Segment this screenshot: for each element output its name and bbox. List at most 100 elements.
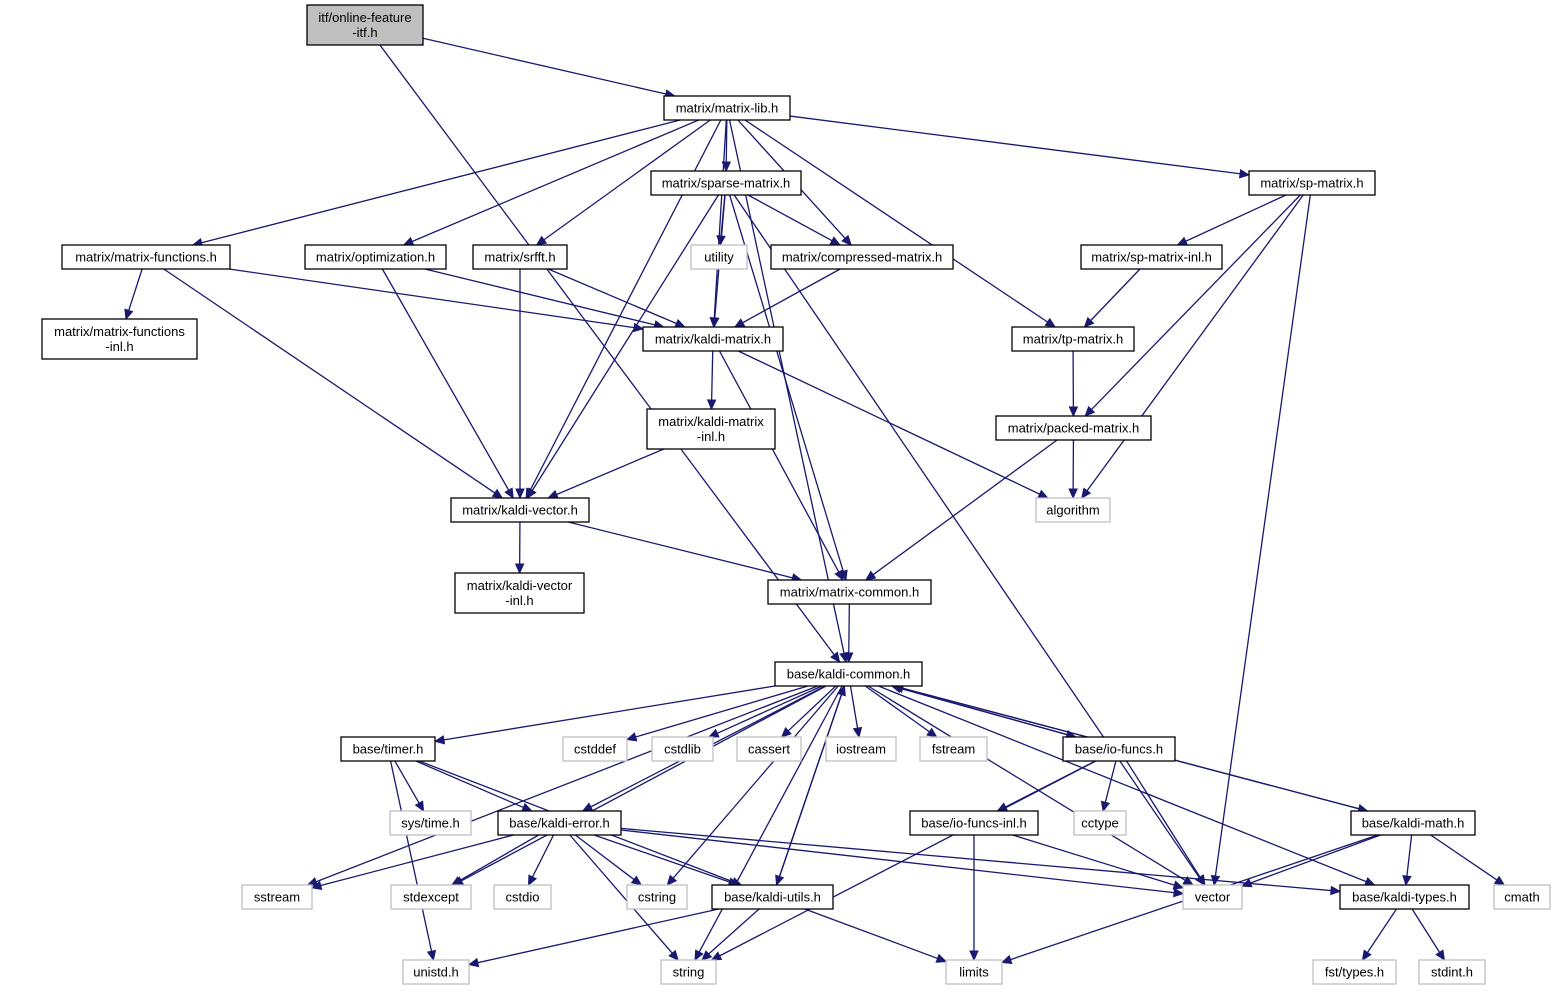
node-kaldi-utils[interactable]: base/kaldi-utils.h [711,884,834,910]
node-kaldi-error[interactable]: base/kaldi-error.h [497,810,622,836]
edge-sparse_matrix-to-kaldi_vector [526,194,719,500]
edge-timer-to-unistd [389,760,437,962]
node-box [389,810,472,836]
node-matrix-lib[interactable]: matrix/matrix-lib.h [663,95,791,121]
edge-arrowhead [1435,949,1446,962]
edge-arrowhead [1493,875,1506,886]
edge-sparse_matrix-to-vector [733,194,1206,887]
node-kaldi-vector[interactable]: matrix/kaldi-vector.h [450,497,590,523]
node-label: cstring [638,890,676,905]
edge-line [569,834,673,954]
node-label: cassert [748,742,790,757]
edge-kaldi_error-to-sstream [310,834,514,891]
edge-line [128,268,143,311]
node-packed-matrix[interactable]: matrix/packed-matrix.h [995,415,1152,441]
edge-arrowhead [1044,317,1057,328]
edge-line [1086,194,1304,492]
edge-arrowhead [707,728,720,738]
node-box [340,736,436,762]
node-box [1339,884,1470,910]
node-label: matrix/packed-matrix.h [1008,421,1139,436]
node-box [1418,959,1486,985]
edge-arrowhead [467,957,480,968]
node-kaldi-matrix-inl[interactable]: matrix/kaldi-matrix-inl.h [646,408,776,450]
node-label: matrix/kaldi-vector [467,578,573,593]
node-label: fstream [932,742,975,757]
node-kaldi-math[interactable]: base/kaldi-math.h [1350,810,1476,836]
node-box [472,244,568,270]
node-label: matrix/matrix-lib.h [676,101,779,116]
node-online-feature-itf[interactable]: itf/online-feature-itf.h [306,4,424,46]
edge-arrowhead [1068,406,1079,418]
edge-io_funcs-to-vector [1126,760,1206,887]
node-matrix-functions-inl[interactable]: matrix/matrix-functions-inl.h [41,318,198,360]
node-io-funcs[interactable]: base/io-funcs.h [1062,736,1176,762]
edge-arrowhead [666,874,678,886]
edge-kaldi_common-to-vector [867,685,1194,886]
edge-line [672,685,839,879]
node-utility: utility [690,244,748,270]
edge-arrowhead [706,399,717,411]
edge-line [461,685,827,882]
edge-kaldi_common-to-fstream [864,685,938,738]
node-matrix-common[interactable]: matrix/matrix-common.h [767,579,932,605]
edge-arrowhead [721,161,732,173]
edge-kaldi_vector-to-kaldi_vector_inl [514,521,525,575]
edge-kaldi_common-to-kaldi_types [878,685,1376,886]
edge-line [713,119,727,319]
node-sys-time: sys/time.h [389,810,472,836]
edge-line [459,834,539,882]
edge-arrowhead [1000,954,1013,964]
node-box [736,736,802,762]
edge-arrowhead [535,235,548,246]
node-limits: limits [945,959,1003,985]
edge-arrowhead [926,727,938,738]
node-algorithm: algorithm [1035,497,1111,523]
edge-line [744,119,1048,323]
node-unistd: unistd.h [402,959,470,985]
edge-line [719,760,1097,957]
node-matrix-functions[interactable]: matrix/matrix-functions.h [61,244,231,270]
node-kaldi-vector-inl[interactable]: matrix/kaldi-vector-inl.h [454,572,585,614]
edge-io_funcs_inl-to-limits [969,835,979,962]
node-sp-matrix-inl[interactable]: matrix/sp-matrix-inl.h [1080,244,1223,270]
node-label: matrix/tp-matrix.h [1023,332,1123,347]
node-label: stdint.h [1431,965,1473,980]
node-optimization[interactable]: matrix/optimization.h [304,244,447,270]
edge-arrowhead [1361,949,1372,962]
edge-line [1406,834,1413,877]
node-label: cstddef [574,742,616,757]
node-kaldi-matrix[interactable]: matrix/kaldi-matrix.h [642,326,784,352]
node-timer[interactable]: base/timer.h [340,736,436,762]
node-label: base/kaldi-error.h [509,816,609,831]
edge-arrowhead [1081,487,1092,499]
node-label: matrix/kaldi-vector.h [462,503,578,518]
node-kaldi-types[interactable]: base/kaldi-types.h [1339,884,1470,910]
edge-arrowhead [1037,489,1049,499]
edge-arrowhead [694,949,704,962]
edge-line [1090,268,1141,321]
node-label: -itf.h [352,25,377,40]
edge-line [320,834,514,887]
edge-line [864,685,930,733]
node-compressed-matrix[interactable]: matrix/compressed-matrix.h [770,244,954,270]
node-label: cmath [1504,890,1539,905]
node-kaldi-common[interactable]: base/kaldi-common.h [774,661,923,687]
node-sparse-matrix[interactable]: matrix/sparse-matrix.h [650,170,802,196]
edge-line [737,350,1040,495]
edge-line [568,521,793,579]
node-cassert: cassert [736,736,802,762]
edge-line [620,829,1175,894]
node-sp-matrix[interactable]: matrix/sp-matrix.h [1248,170,1376,196]
node-tp-matrix[interactable]: matrix/tp-matrix.h [1011,326,1135,352]
node-io-funcs-inl[interactable]: base/io-funcs-inl.h [909,810,1039,836]
edge-arrowhead [1083,316,1095,328]
edge-sp_matrix-to-sp_matrix_inl [1176,194,1287,246]
edge-arrowhead [1068,488,1078,500]
node-box [1062,736,1176,762]
node-srfft[interactable]: matrix/srfft.h [472,244,568,270]
node-label: unistd.h [413,965,459,980]
edge-sp_matrix-to-algorithm [1081,194,1304,499]
node-box [41,318,198,360]
